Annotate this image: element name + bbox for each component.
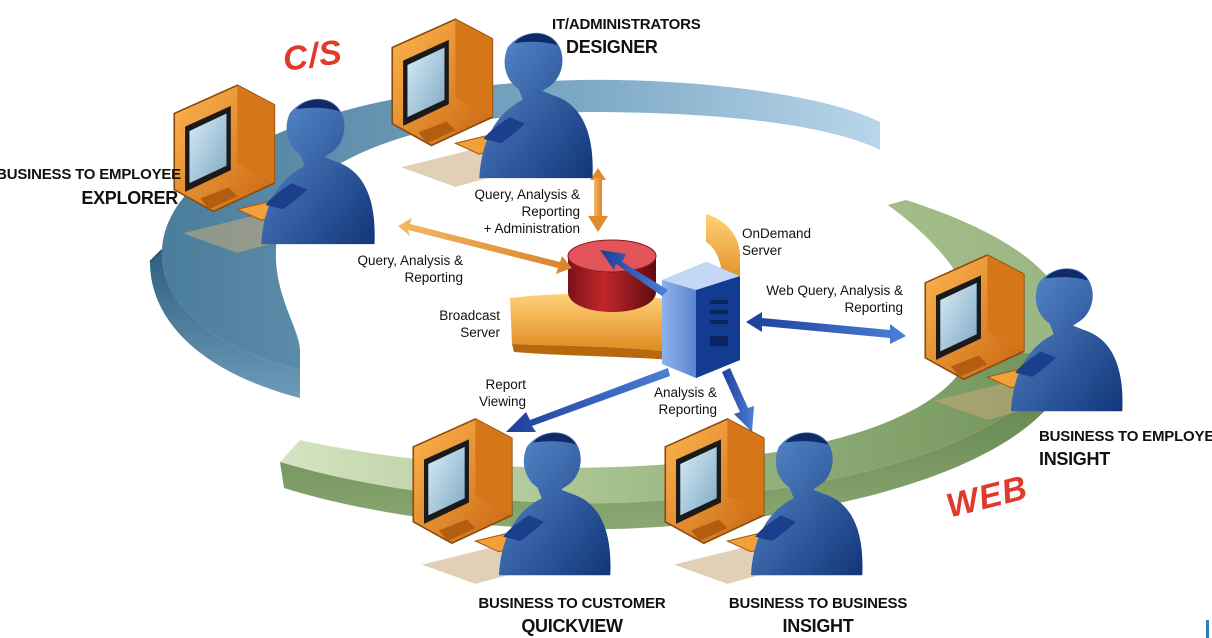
web-insight-flow-label: Web Query, Analysis & Reporting [766,282,903,316]
broadcast-line1: Broadcast [439,308,500,323]
corner-mark [1206,620,1209,638]
explorer-audience: BUSINESS TO EMPLOYEE [0,166,181,183]
explorer-flow-label: Query, Analysis & Reporting [357,252,463,286]
report-viewing-arrow [506,368,670,432]
ondemand-server-label: OnDemand Server [742,225,811,259]
ondemand-line1: OnDemand [742,226,812,241]
report-viewing-line1: Report [485,377,526,392]
web-insight-flow-line1: Web Query, Analysis & [766,283,903,298]
explorer-product: EXPLORER [81,188,178,208]
analysis-flow-label: Analysis & Reporting [654,384,717,418]
cs-zone-label: C/S [280,33,345,79]
designer-flow-line3: + Administration [483,221,580,236]
designer-flow-line2: Reporting [521,204,580,219]
server-web-insight-arrow [746,312,906,344]
explorer-flow-line2: Reporting [404,270,463,285]
server-icon [662,262,740,378]
analysis-flow-line1: Analysis & [653,385,717,400]
designer-product: DESIGNER [566,37,658,57]
ondemand-server-shape [706,214,740,286]
designer-workstation [391,18,594,188]
report-viewing-line2: Viewing [478,394,526,409]
explorer-flow-line1: Query, Analysis & [357,253,463,268]
quickview-product: QUICKVIEW [521,616,623,636]
broadcast-server-label: Broadcast Server [439,307,500,341]
insight-business-audience: BUSINESS TO BUSINESS [728,595,908,612]
designer-audience: IT/ADMINISTRATORS [552,16,701,33]
designer-flow-line1: Query, Analysis & [474,187,580,202]
cs-ring [149,79,881,398]
designer-db-arrow [588,168,608,232]
analysis-flow-line2: Reporting [658,402,717,417]
ondemand-line2: Server [742,243,782,258]
insight-employee-product: INSIGHT [1039,449,1110,469]
explorer-db-arrow [398,218,572,274]
server-to-db-arrow [600,250,668,296]
analysis-arrow [722,368,754,432]
quickview-workstation [412,418,612,585]
web-insight-flow-line2: Reporting [844,300,903,315]
insight-business-product: INSIGHT [782,616,854,636]
report-viewing-label: Report Viewing [479,376,526,410]
designer-flow-label: Query, Analysis & Reporting + Administra… [474,186,580,237]
insight-employee-audience: BUSINESS TO EMPLOYEE [1039,428,1212,445]
quickview-audience: BUSINESS TO CUSTOMER [478,595,666,612]
broadcast-line2: Server [460,325,500,340]
